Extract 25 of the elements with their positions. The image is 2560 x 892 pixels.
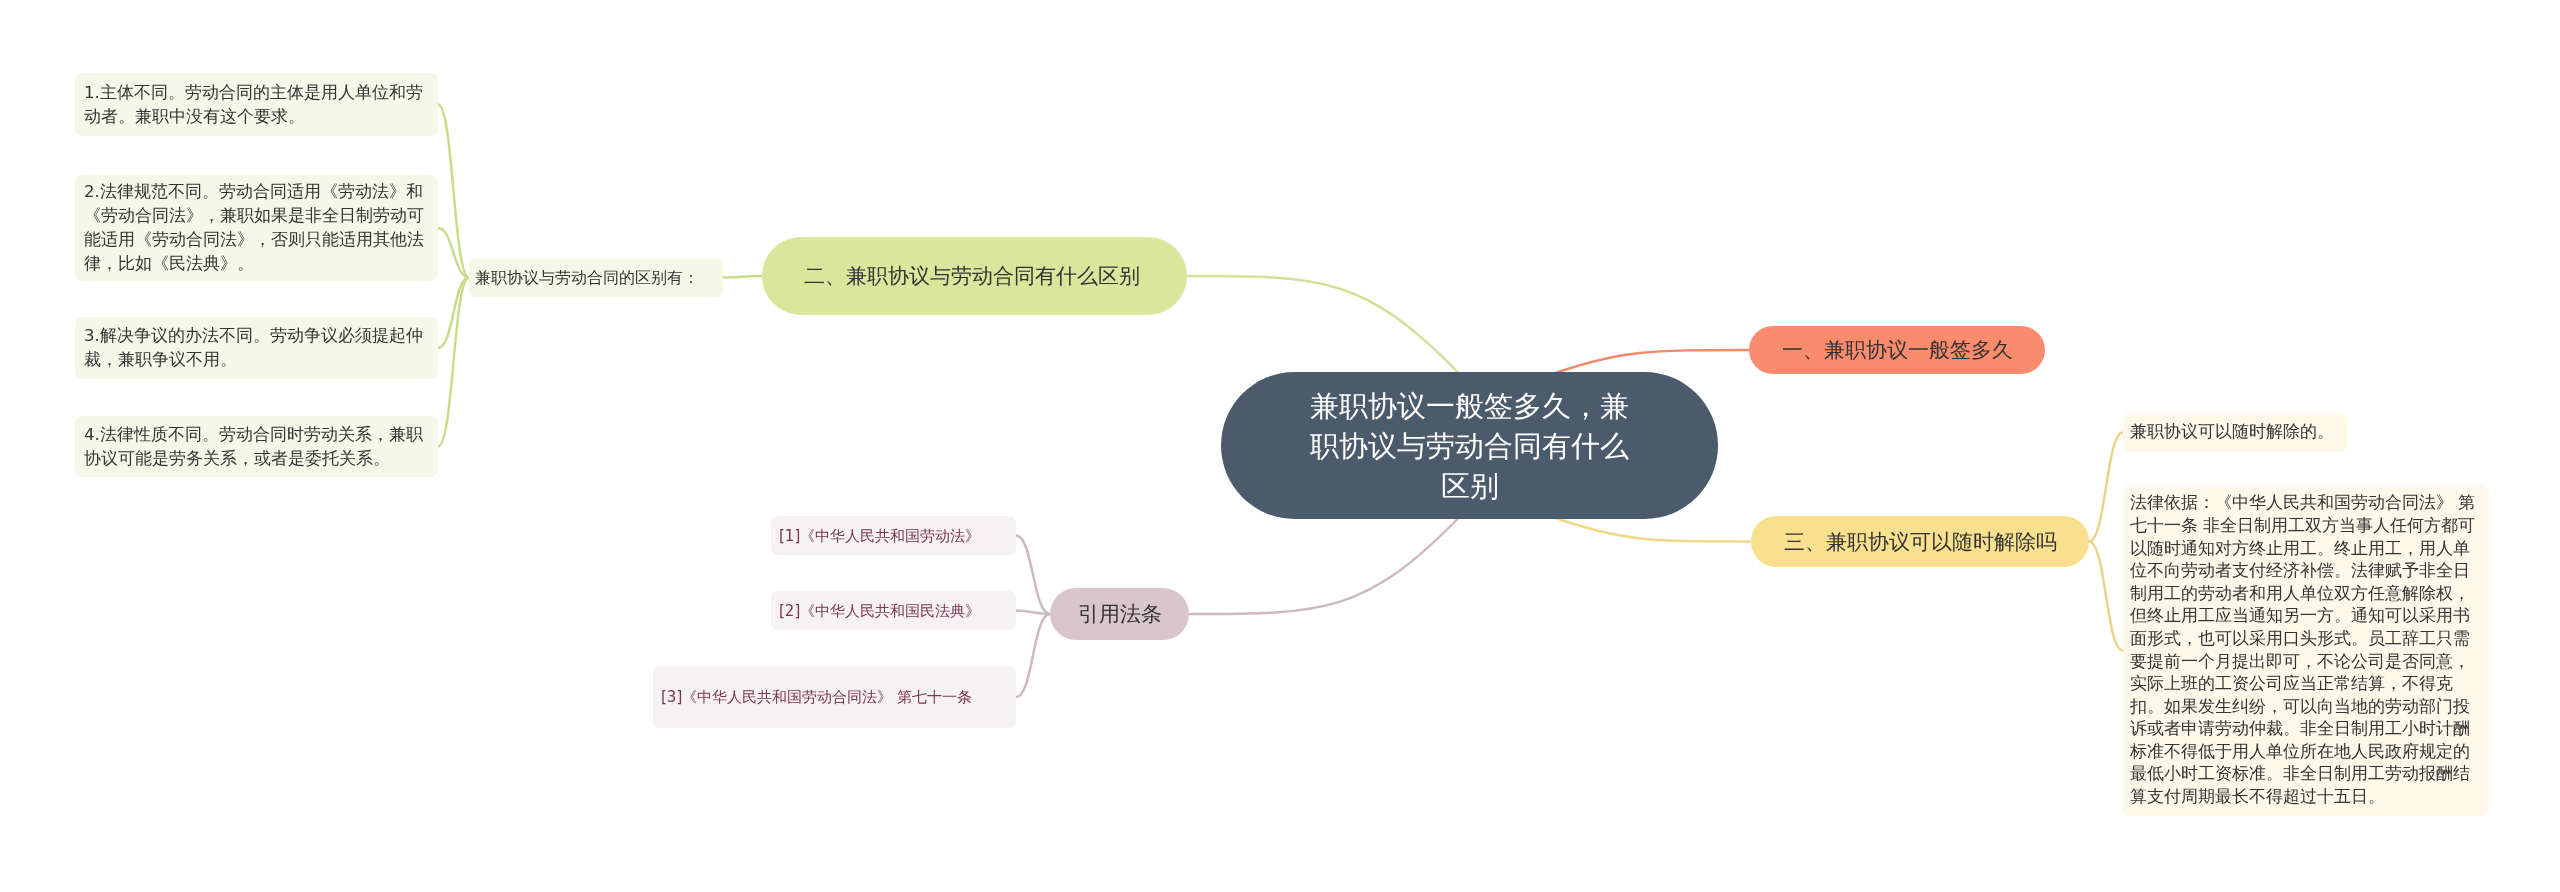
- connector-line: [723, 274, 762, 279]
- connector-line: [437, 276, 470, 448]
- connector-line: [1015, 534, 1051, 616]
- connector-line: [1187, 274, 1461, 375]
- reference-box: [3]《中华人民共和国劳动合同法》 第七十一条: [653, 666, 1016, 728]
- note-box: 法律依据：《中华人民共和国劳动合同法》 第七十一条 非全日制用工双方当事人任何方都可以随时通知对方终止用工。终止用工，用人单位不向劳动者支付经济补偿。法律赋予非全日制用工的劳动者和用人单位双方任意解除权，但终止用工应当通知另一方。通知可以采用书面形式，也可以采用口头形式。员工辞工只需要提前一个月提出即可，不论公司是否同意，实际上班的工资公司应当正常结算，不得克扣。如果发生纠纷，可以向当地的劳动部门投诉或者申请劳动仲裁。非全日制用工小时计酬标准不得低于用人单位所在地人民政府规定的最低小时工资标准。非全日制用工劳动报酬结算支付周期最长不得超过十五日。: [2123, 485, 2489, 816]
- note-box: 3.解决争议的办法不同。劳动争议必须提起仲裁，兼职争议不用。: [75, 317, 438, 379]
- reference-box: [2]《中华人民共和国民法典》: [771, 591, 1016, 630]
- note-box: 1.主体不同。劳动合同的主体是用人单位和劳动者。兼职中没有这个要求。: [75, 73, 438, 136]
- reference-box: [1]《中华人民共和国劳动法》: [771, 516, 1016, 555]
- note-box: 4.法律性质不同。劳动合同时劳动关系，兼职协议可能是劳务关系，或者是委托关系。: [75, 416, 438, 477]
- branch-topic: 引用法条: [1050, 588, 1189, 640]
- connector-line: [437, 276, 470, 350]
- note-box: 兼职协议可以随时解除的。: [2123, 413, 2347, 452]
- central-topic: 兼职协议一般签多久，兼职协议与劳动合同有什么区别: [1221, 372, 1718, 519]
- connector-line: [2088, 431, 2124, 543]
- note-box: 2.法律规范不同。劳动合同适用《劳动法》和《劳动合同法》，兼职如果是非全日制劳动可能适用《劳动合同法》，否则只能适用其他法律，比如《民法典》。: [75, 175, 438, 281]
- connector-line: [1015, 612, 1051, 699]
- branch-topic: 三、兼职协议可以随时解除吗: [1751, 516, 2089, 567]
- connector-line: [2088, 540, 2124, 652]
- connector-line: [1189, 516, 1461, 616]
- branch-topic: 二、兼职协议与劳动合同有什么区别: [762, 237, 1187, 315]
- branch-topic: 一、兼职协议一般签多久: [1749, 326, 2045, 374]
- subtopic-box: 兼职协议与劳动合同的区别有：: [469, 258, 723, 297]
- connector-line: [437, 103, 470, 279]
